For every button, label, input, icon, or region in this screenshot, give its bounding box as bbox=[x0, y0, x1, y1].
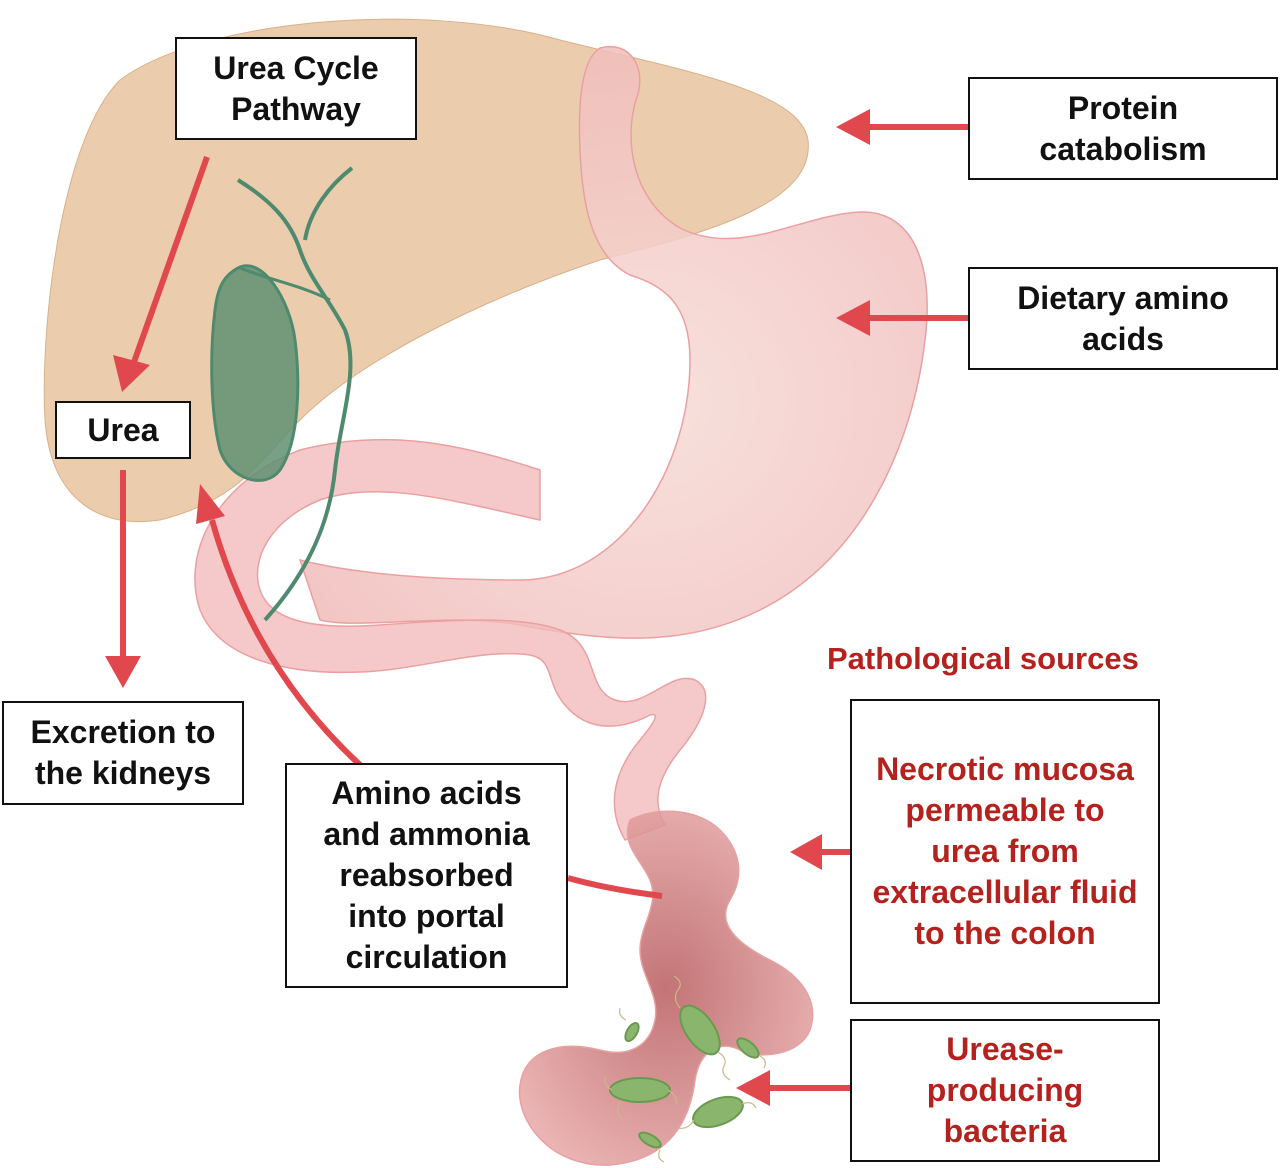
bacterium-2 bbox=[609, 1077, 671, 1103]
reabsorbed-line-5: circulation bbox=[345, 939, 508, 975]
urea-cycle-line-1: Urea Cycle bbox=[213, 49, 379, 86]
bile-duct-branch-icon bbox=[303, 166, 354, 241]
protein-catabolism-box: Protein catabolism bbox=[968, 77, 1278, 180]
arrow-reabsorbed bbox=[209, 519, 363, 768]
bacterium-5 bbox=[736, 1037, 760, 1059]
reabsorbed-line-3: reabsorbed bbox=[339, 857, 514, 893]
reabsorbed-line-4: into portal bbox=[348, 898, 505, 934]
arrowhead-necrotic bbox=[790, 834, 822, 870]
necrotic-line-1: Necrotic mucosa bbox=[876, 751, 1134, 787]
small-bowel-icon bbox=[194, 438, 707, 841]
urea-box: Urea bbox=[55, 401, 191, 459]
gallbladder-icon bbox=[210, 264, 300, 482]
dietary-line-2: acids bbox=[1082, 320, 1164, 357]
colon-icon bbox=[518, 810, 814, 1166]
reabsorbed-box: Amino acids and ammonia reabsorbed into … bbox=[285, 763, 568, 988]
excretion-line-1: Excretion to bbox=[30, 714, 216, 750]
urease-line-1: Urease- bbox=[946, 1031, 1064, 1067]
bile-duct-icon bbox=[236, 178, 353, 622]
necrotic-line-4: extracellular fluid bbox=[872, 874, 1138, 910]
protein-line-1: Protein bbox=[1067, 89, 1179, 126]
protein-line-2: catabolism bbox=[1039, 130, 1207, 167]
necrotic-line-2: permeable to bbox=[905, 792, 1105, 828]
arrows bbox=[105, 109, 968, 1106]
reabsorbed-line-2: and ammonia bbox=[323, 816, 530, 852]
urea-label: Urea bbox=[87, 411, 159, 448]
bacteria-icon bbox=[609, 1004, 760, 1149]
urease-bacteria-box: Urease- producing bacteria bbox=[850, 1019, 1160, 1162]
urea-cycle-line-2: Pathway bbox=[231, 90, 361, 127]
pathological-sources-heading: Pathological sources bbox=[827, 641, 1139, 676]
excretion-box: Excretion to the kidneys bbox=[2, 701, 244, 805]
necrotic-line-3: urea from bbox=[931, 833, 1079, 869]
urease-line-3: bacteria bbox=[943, 1113, 1067, 1149]
necrotic-line-5: to the colon bbox=[914, 915, 1096, 951]
arrowhead-protein bbox=[836, 109, 870, 145]
arrowhead-excretion bbox=[105, 656, 141, 688]
bacterium-6 bbox=[638, 1131, 662, 1149]
connector-colon-to-reabsorbed bbox=[567, 875, 663, 899]
bacterium-3 bbox=[692, 1095, 744, 1129]
arrow-urea-cycle-to-urea bbox=[131, 155, 210, 364]
urea-cycle-box: Urea Cycle Pathway bbox=[175, 37, 417, 140]
arrowhead-dietary bbox=[836, 300, 870, 336]
dietary-amino-acids-box: Dietary amino acids bbox=[968, 267, 1278, 370]
arrowhead-urea bbox=[113, 355, 150, 392]
urease-line-2: producing bbox=[926, 1072, 1084, 1108]
excretion-line-2: the kidneys bbox=[34, 755, 212, 791]
bacteria-flagella bbox=[604, 975, 766, 1163]
arrowhead-urease bbox=[736, 1070, 770, 1106]
necrotic-mucosa-box: Necrotic mucosa permeable to urea from e… bbox=[850, 699, 1160, 1004]
reabsorbed-line-1: Amino acids bbox=[331, 775, 522, 811]
dietary-line-1: Dietary amino bbox=[1017, 279, 1229, 316]
cystic-duct-icon bbox=[239, 266, 331, 302]
bacterium-1 bbox=[679, 1004, 721, 1056]
arrowhead-reabsorbed bbox=[196, 484, 225, 524]
bacterium-4 bbox=[624, 1021, 640, 1043]
